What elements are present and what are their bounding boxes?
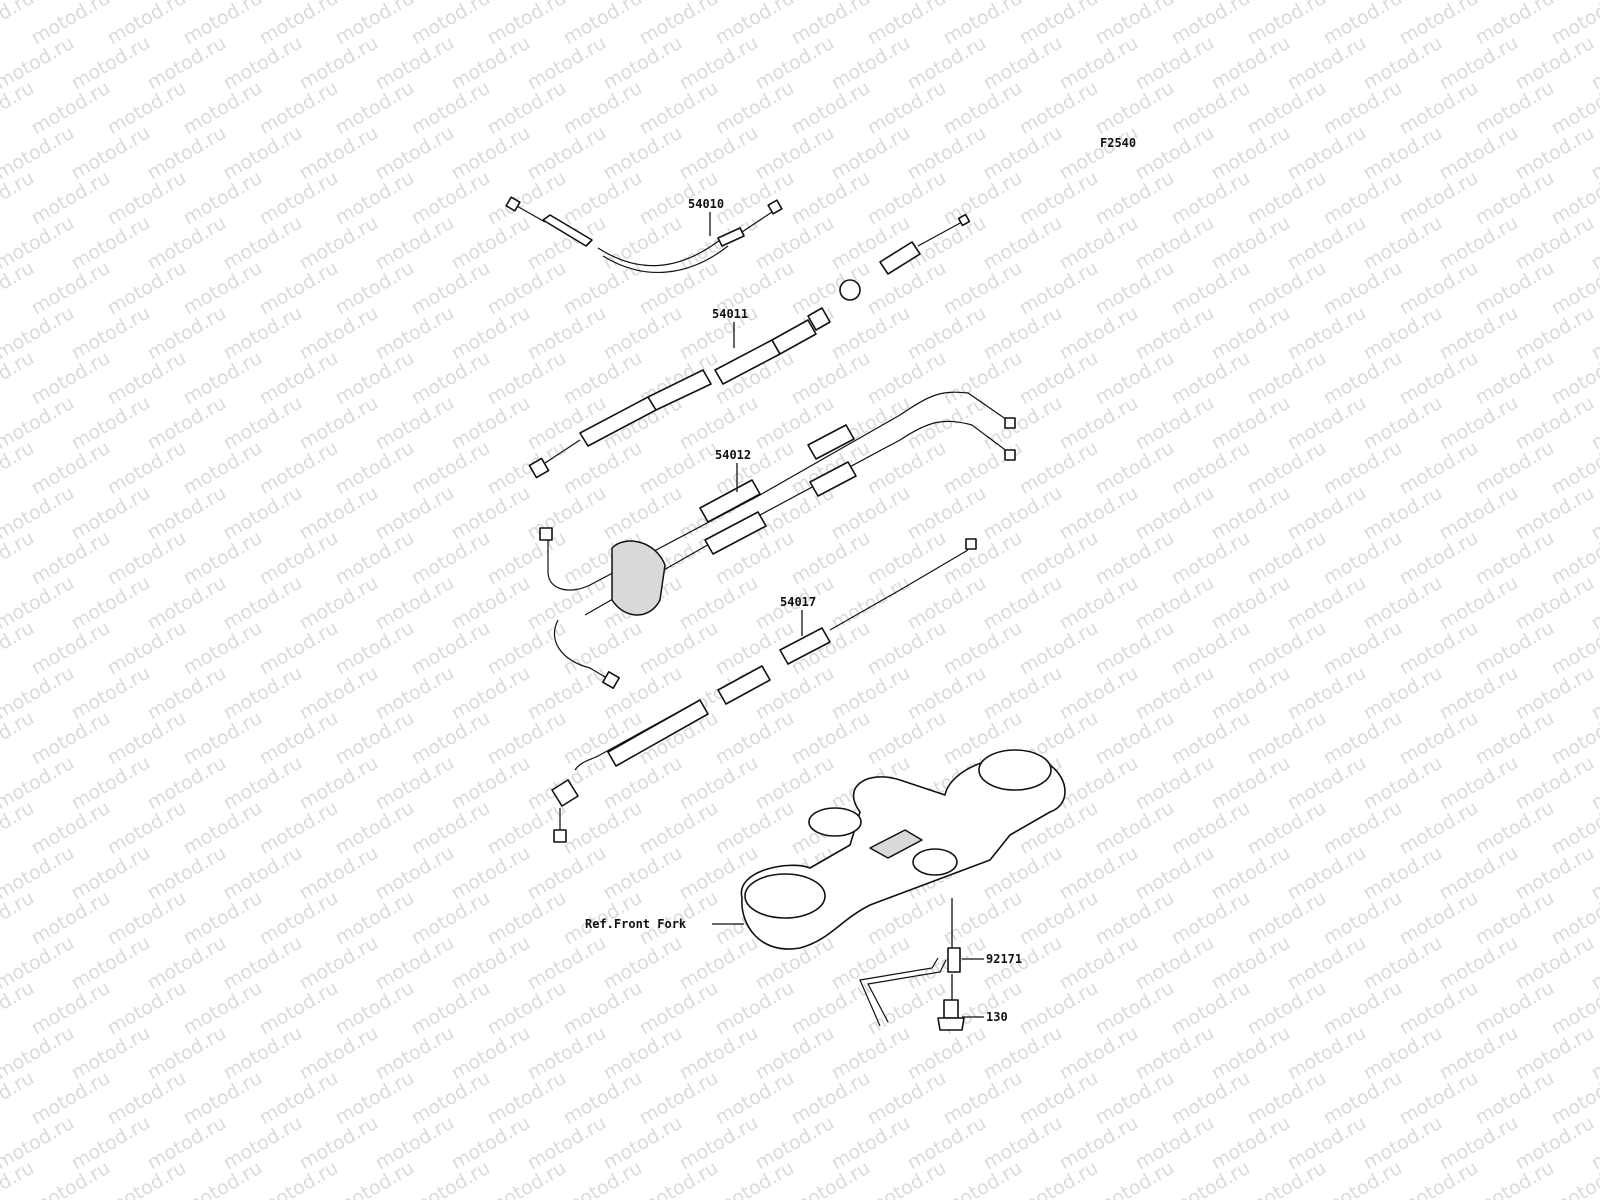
svg-text:54010: 54010 — [688, 197, 724, 211]
watermark-text: motod.ru — [1320, 1157, 1406, 1200]
watermark-text: motod.ru — [712, 1157, 798, 1200]
watermark-text: motod.ru — [104, 1157, 190, 1200]
watermark-text: motod.ru — [484, 1157, 570, 1200]
watermark-text: motod.ru — [408, 1157, 494, 1200]
watermark-text: motod.ru — [1244, 1157, 1330, 1200]
figure-code: F2540 — [1100, 136, 1136, 150]
watermark-text: motod.ru — [1016, 1157, 1102, 1200]
svg-text:130: 130 — [986, 1010, 1008, 1024]
svg-text:54012: 54012 — [715, 448, 751, 462]
svg-text:54011: 54011 — [712, 307, 748, 321]
watermark-text: motod.ru — [1168, 1157, 1254, 1200]
watermark-text: motod.ru — [864, 1157, 950, 1200]
svg-text:54017: 54017 — [780, 595, 816, 609]
watermark-text: motod.ru — [28, 1157, 114, 1200]
watermark-text: motod.ru — [0, 0, 38, 49]
watermark-text: motod.ru — [332, 1157, 418, 1200]
svg-text:92171: 92171 — [986, 952, 1022, 966]
watermark-text: motod.ru — [1472, 1157, 1558, 1200]
watermark-text: motod.ru — [180, 1157, 266, 1200]
watermark-text: motod.ru — [636, 1157, 722, 1200]
watermark-text: motod.ru — [1396, 1157, 1482, 1200]
watermark-text: motod.ru — [788, 1157, 874, 1200]
svg-text:Ref.Front Fork: Ref.Front Fork — [585, 917, 687, 931]
watermark-text: motod.ru — [560, 1157, 646, 1200]
watermark-text: motod.ru — [940, 1157, 1026, 1200]
watermark-text: motod.ru — [1092, 1157, 1178, 1200]
watermark-text: motod.ru — [256, 1157, 342, 1200]
